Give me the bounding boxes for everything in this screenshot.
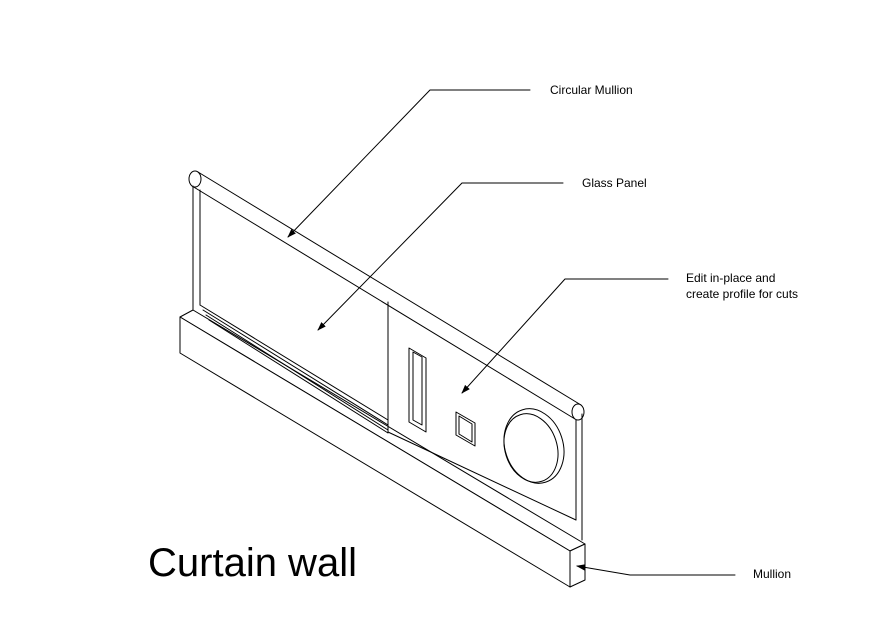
callout-mullion: Mullion bbox=[753, 567, 792, 581]
left-mullion bbox=[192, 185, 201, 311]
square-cut bbox=[455, 411, 476, 447]
slot-cut bbox=[408, 347, 427, 433]
callout-glass-panel: Glass Panel bbox=[582, 176, 647, 190]
drawing-title: Curtain wall bbox=[148, 541, 357, 585]
base-mullion bbox=[179, 309, 586, 588]
callout-edit-line-2: create profile for cuts bbox=[686, 287, 799, 301]
glass-panel bbox=[199, 301, 577, 521]
leader-circular-mullion bbox=[287, 89, 531, 238]
leader-glass-panel bbox=[317, 182, 564, 331]
leader-mullion bbox=[576, 564, 736, 576]
circular-mullion bbox=[188, 170, 585, 421]
callout-circular-mullion: Circular Mullion bbox=[550, 83, 633, 97]
leader-edit-in-place bbox=[461, 278, 669, 394]
callout-edit-line-1: Edit in-place and bbox=[686, 271, 776, 285]
right-mullion bbox=[575, 413, 583, 541]
circular-cut bbox=[503, 408, 565, 484]
